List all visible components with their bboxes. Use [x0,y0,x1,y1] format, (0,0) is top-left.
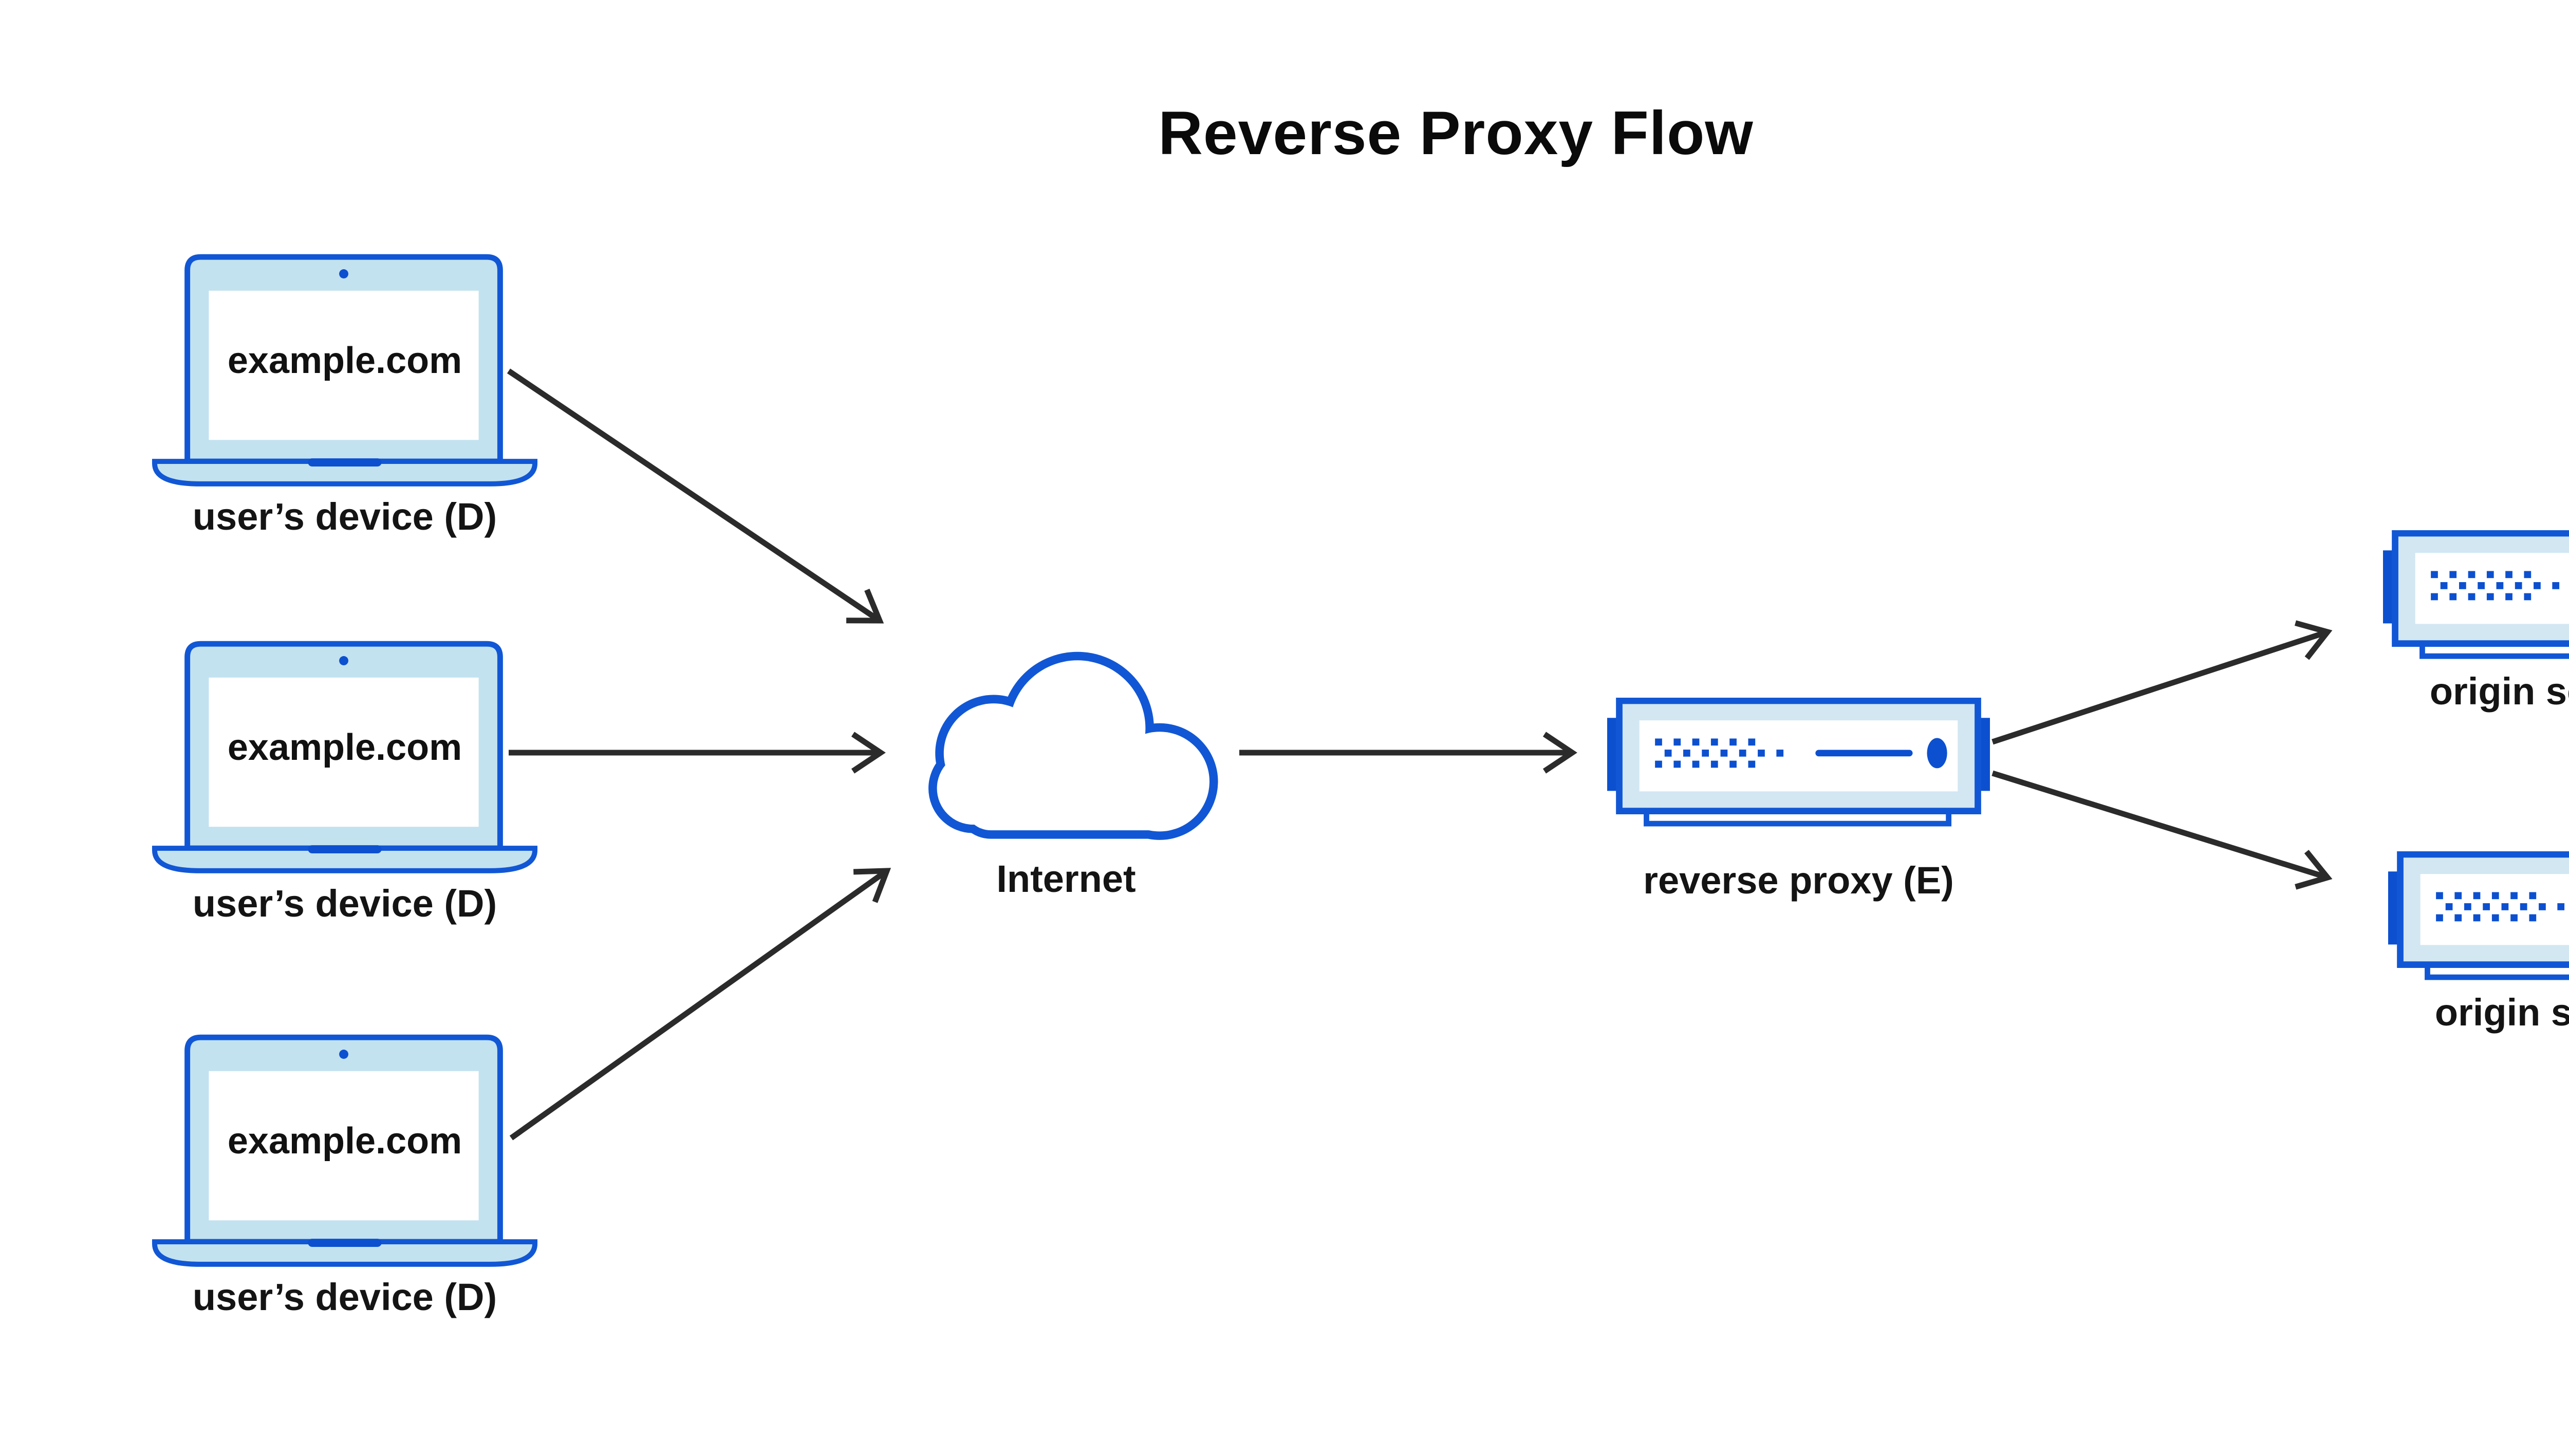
device-screen-url: example.com [227,727,462,768]
camera-dot-icon [339,656,348,665]
device-screen-url: example.com [227,340,462,381]
device-label: user’s device (D) [192,1276,497,1318]
device-label: user’s device (D) [192,882,497,925]
server-vent-dots [2431,571,2560,601]
internet-label: Internet [996,857,1136,900]
reverse-proxy-server-icon [1607,698,1990,827]
camera-dot-icon [339,1050,348,1059]
reverse-proxy-label: reverse proxy (E) [1643,859,1954,902]
origin-server-label: origin server (F) [2429,670,2569,713]
camera-dot-icon [339,269,348,278]
internet-cloud-icon [928,651,1218,840]
arrow-proxy-to-origin2 [1991,770,2333,890]
laptop-icon [152,254,538,487]
device-screen-url: example.com [227,1121,462,1162]
device-label: user’s device (D) [192,495,497,538]
origin-server-icon [2383,530,2569,659]
server-vent-dots [2436,892,2565,922]
laptop-icon [152,1034,538,1267]
arrow-proxy-to-origin1 [1991,620,2333,745]
page-title: Reverse Proxy Flow [1158,99,1754,167]
arrow-device3-to-internet [509,868,891,1141]
arrow-device1-to-internet [507,368,884,624]
origin-server-label: origin server (F) [2434,991,2569,1034]
origin-server-icon [2388,851,2569,980]
server-led-icon [1927,738,1947,769]
server-vent-dots [1655,738,1784,768]
laptop-icon [152,641,538,873]
